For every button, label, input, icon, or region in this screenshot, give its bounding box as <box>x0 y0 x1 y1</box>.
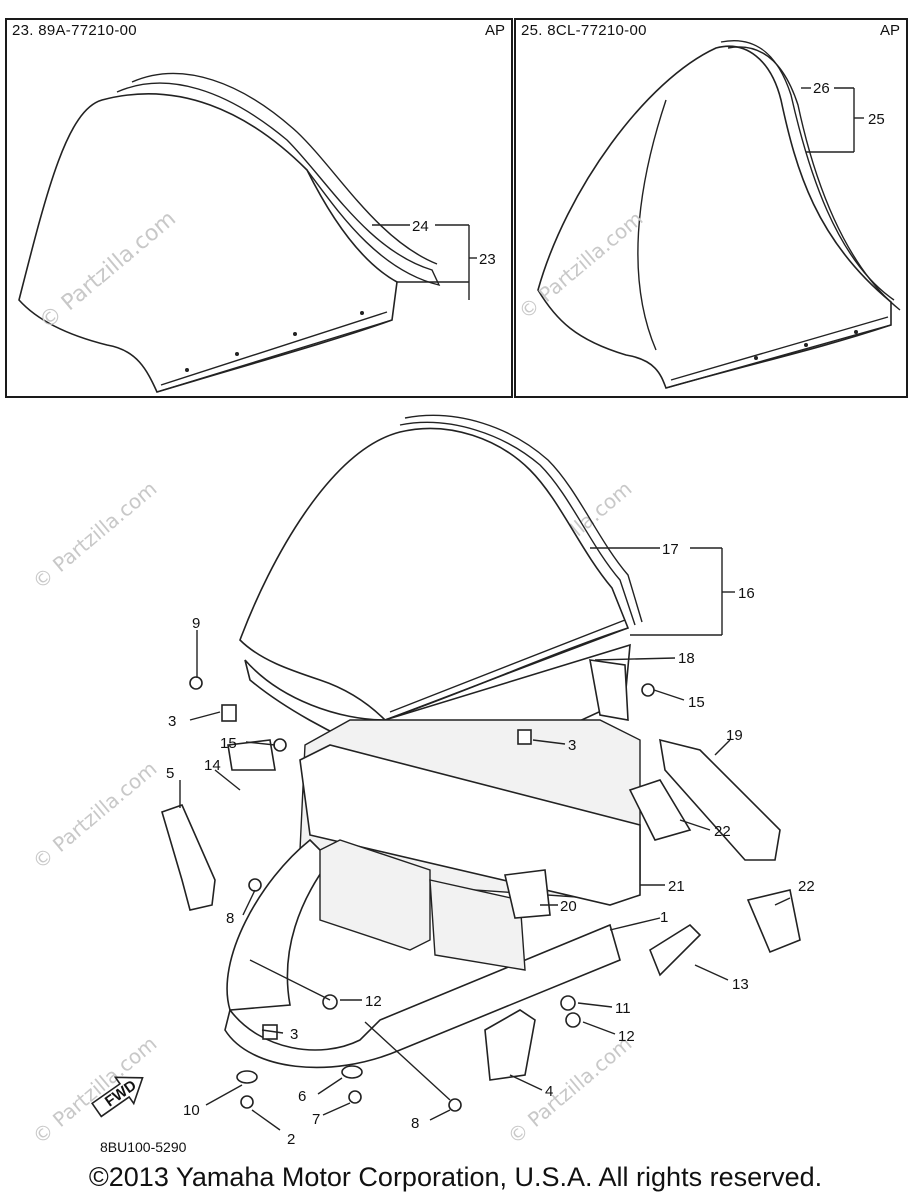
panel-ap-89a: AP <box>484 22 505 39</box>
copyright-notice: ©2013 Yamaha Motor Corporation, U.S.A. A… <box>88 1162 823 1192</box>
callout-20: 20 <box>560 898 577 915</box>
small-parts <box>161 659 801 1112</box>
bracket-18 <box>589 659 629 721</box>
screw-8a <box>248 878 262 892</box>
callout-11: 11 <box>615 1000 631 1017</box>
callouts-89a: 24 23 <box>372 218 496 300</box>
callout-26: 26 <box>813 80 830 97</box>
callout-4: 4 <box>545 1083 553 1100</box>
bracket-5 <box>161 804 216 911</box>
callout-12-a: 12 <box>365 993 382 1010</box>
panel-title-8cl: 25. 8CL-77210-00 <box>521 22 647 39</box>
windshield-8cl-shape <box>537 40 901 389</box>
screw-15a <box>641 683 655 697</box>
bracket-19 <box>659 738 781 861</box>
main-assembly-drawing: © Partzilla.com © Partzilla.com © Partzi… <box>28 414 815 1149</box>
grommet-10 <box>236 1070 258 1084</box>
callouts-8cl: 26 25 <box>801 80 885 153</box>
callout-17: 17 <box>662 541 679 558</box>
callout-15-b: 15 <box>220 735 237 752</box>
windshield-panel-8cl: 25. 8CL-77210-00 AP 26 25 © Partzilla.co… <box>514 18 908 398</box>
callout-6: 6 <box>298 1088 306 1105</box>
callout-16: 16 <box>738 585 755 602</box>
bracket-14 <box>227 739 276 771</box>
screw-2 <box>240 1095 254 1109</box>
callout-9: 9 <box>192 615 200 632</box>
callout-18: 18 <box>678 650 695 667</box>
callout-15-a: 15 <box>688 694 705 711</box>
callout-3-a: 3 <box>168 713 176 730</box>
leader-lines <box>179 547 791 1131</box>
watermark-5: © Partzilla.com <box>28 756 162 874</box>
callout-22-a: 22 <box>714 823 731 840</box>
cowling-body <box>224 643 641 1069</box>
callout-13: 13 <box>732 976 749 993</box>
windshield-panel-89a: 23. 89A-77210-00 AP 24 23 © Partzilla.co… <box>5 18 513 398</box>
screw-8b <box>448 1098 462 1112</box>
windshield-89a-shape <box>18 72 441 393</box>
diagram-code: 8BU100-5290 <box>100 1139 187 1155</box>
watermark-7: © Partzilla.com <box>28 1031 162 1149</box>
windshield-8cl-drawing: 26 25 © Partzilla.com <box>516 40 901 389</box>
callout-3-b: 3 <box>568 737 576 754</box>
panel-title-89a: 23. 89A-77210-00 <box>12 22 137 39</box>
callout-23: 23 <box>479 251 496 268</box>
grommet-6 <box>341 1065 363 1079</box>
nut-3b <box>517 729 532 745</box>
callout-8-b: 8 <box>411 1115 419 1132</box>
bracket-4 <box>484 1009 536 1081</box>
screw-9 <box>189 676 203 690</box>
panel-ap-8cl: AP <box>879 22 900 39</box>
callout-19: 19 <box>726 727 743 744</box>
callout-14: 14 <box>204 757 221 774</box>
callout-5: 5 <box>166 765 174 782</box>
callout-1: 1 <box>660 909 668 926</box>
callout-2: 2 <box>287 1131 295 1148</box>
callout-22-b: 22 <box>798 878 815 895</box>
screw-7 <box>348 1090 362 1104</box>
callout-8-a: 8 <box>226 910 234 927</box>
callout-21: 21 <box>668 878 685 895</box>
callout-10: 10 <box>183 1102 200 1119</box>
watermark-3: © Partzilla.com <box>28 476 162 594</box>
callout-24: 24 <box>412 218 429 235</box>
nut-3a <box>221 704 237 722</box>
screw-15b <box>273 738 287 752</box>
bracket-13 <box>649 923 702 977</box>
callout-12-b: 12 <box>618 1028 635 1045</box>
nut-11 <box>560 995 576 1011</box>
main-windshield <box>239 414 643 721</box>
bracket-22b <box>746 889 801 954</box>
windshield-89a-drawing: 24 23 © Partzilla.com <box>18 72 496 393</box>
callouts-main: 17 16 9 18 15 3 3 15 14 19 5 22 21 8 20 … <box>166 541 815 1148</box>
nut-12b <box>565 1012 581 1028</box>
bracket-22a <box>628 779 692 841</box>
callout-3-c: 3 <box>290 1026 298 1043</box>
callout-25: 25 <box>868 111 885 128</box>
callout-7: 7 <box>312 1111 320 1128</box>
